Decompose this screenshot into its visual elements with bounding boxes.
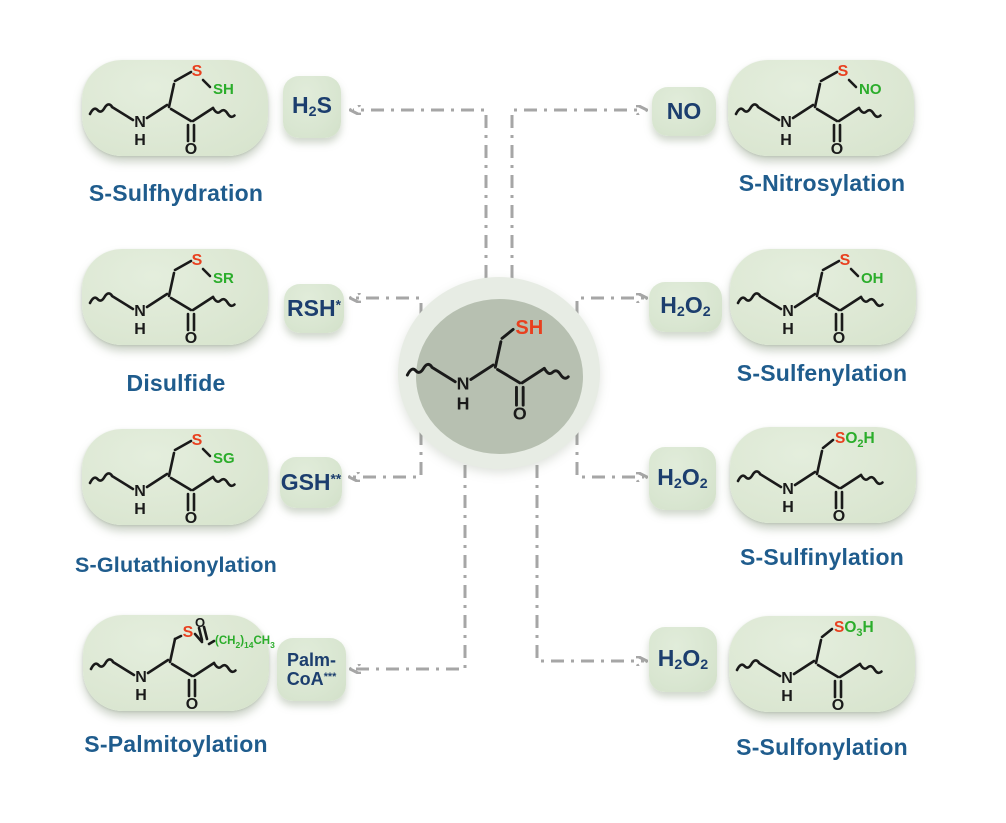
reagent-rsh-text: RSH*	[287, 294, 341, 321]
structure-disulfide: NH O S SR	[88, 252, 236, 347]
svg-text:S: S	[192, 432, 203, 449]
connector-h2s-arrow	[353, 110, 488, 278]
label-disulfide: Disulfide	[126, 370, 226, 396]
svg-text:H: H	[134, 321, 146, 338]
svg-text:SR: SR	[213, 270, 234, 287]
svg-text:N: N	[781, 670, 793, 687]
structure-s-nitrosylation: NH O S NO	[734, 63, 882, 158]
svg-text:H: H	[134, 132, 146, 149]
svg-text:O: O	[186, 696, 198, 713]
connector-h2o2-sulfonylation-arrow	[535, 465, 644, 661]
svg-text:NO: NO	[859, 81, 882, 98]
svg-text:SO2H: SO2H	[835, 430, 875, 450]
structure-s-sulfinylation: NH O SO2H	[736, 430, 884, 525]
label-s-palmitoylation: S-Palmitoylation	[84, 731, 268, 757]
svg-text:S: S	[840, 252, 851, 269]
reagent-palm-coa-text: Palm-CoA***	[286, 650, 337, 689]
reagent-gsh-text: GSH**	[280, 468, 342, 495]
reagent-gsh: GSH**	[280, 457, 342, 508]
svg-text:N: N	[782, 481, 794, 498]
reagent-h2o2-sulfinylation-text: H2O2	[657, 463, 708, 492]
connector-no-arrow	[510, 110, 644, 278]
connector-gsh-arrow	[352, 432, 423, 477]
label-s-sulfonylation: S-Sulfonylation	[736, 734, 908, 760]
svg-text:H: H	[780, 132, 792, 149]
connector-rsh-arrow	[353, 298, 423, 316]
reagent-h2s-text: H2S	[292, 92, 332, 121]
center-circle	[416, 299, 583, 454]
svg-text:O: O	[185, 510, 197, 527]
structure-s-sulfonylation: NH O SO3H	[735, 619, 883, 714]
reagent-h2o2-sulfonylation: H2O2	[649, 627, 717, 692]
svg-text:O: O	[185, 141, 197, 158]
connector-palm-coa-arrow	[353, 465, 467, 669]
reagent-h2o2-sulfenylation-text: H2O2	[660, 292, 711, 321]
label-s-sulfhydration: S-Sulfhydration	[88, 180, 264, 206]
svg-text:N: N	[782, 303, 794, 320]
svg-text:N: N	[457, 374, 470, 394]
svg-text:SG: SG	[213, 450, 235, 467]
structure-s-glutathionylation: NH O S SG	[88, 432, 236, 527]
structure-s-sulfhydration: NH O S SH	[88, 63, 236, 158]
svg-text:O: O	[513, 404, 527, 424]
reagent-h2o2-sulfonylation-text: H2O2	[657, 644, 709, 673]
svg-text:O: O	[833, 330, 845, 347]
reagent-h2o2-sulfenylation: H2O2	[649, 282, 722, 332]
svg-text:OH: OH	[861, 270, 884, 287]
svg-text:(CH2)14CH3: (CH2)14CH3	[215, 635, 275, 650]
svg-text:N: N	[135, 669, 147, 686]
center-cysteine-structure: NH O SH	[405, 317, 570, 424]
svg-text:N: N	[134, 483, 146, 500]
svg-text:N: N	[134, 114, 146, 131]
svg-text:N: N	[134, 303, 146, 320]
svg-text:SO3H: SO3H	[834, 619, 874, 639]
svg-text:SH: SH	[515, 317, 543, 339]
svg-text:SH: SH	[213, 81, 234, 98]
connector-h2o2-sulfinylation-arrow	[575, 432, 644, 477]
svg-text:H: H	[782, 321, 794, 338]
reagent-h2o2-sulfinylation: H2O2	[649, 447, 716, 510]
svg-text:O: O	[185, 330, 197, 347]
svg-text:H: H	[781, 688, 793, 705]
reagent-no: NO	[652, 87, 716, 136]
structure-s-sulfenylation: NH O S OH	[736, 252, 884, 347]
svg-text:H: H	[457, 394, 470, 414]
reagent-rsh: RSH*	[284, 284, 344, 333]
label-s-sulfinylation: S-Sulfinylation	[740, 544, 904, 570]
svg-text:S: S	[192, 63, 203, 80]
svg-text:H: H	[134, 501, 146, 518]
svg-text:S: S	[838, 63, 849, 80]
label-s-glutathionylation: S-Glutathionylation	[74, 553, 278, 577]
svg-text:H: H	[782, 499, 794, 516]
svg-text:O: O	[831, 141, 843, 158]
connector-h2o2-sulfenylation-arrow	[575, 298, 644, 314]
label-s-sulfenylation: S-Sulfenylation	[736, 360, 908, 386]
reagent-no-text: NO	[666, 97, 702, 124]
svg-text:O: O	[832, 697, 844, 714]
svg-text:N: N	[780, 114, 792, 131]
reagent-palm-coa: Palm-CoA***	[277, 638, 346, 701]
svg-text:S: S	[183, 624, 194, 641]
svg-text:O: O	[195, 615, 205, 630]
svg-text:S: S	[192, 252, 203, 269]
svg-text:H: H	[135, 687, 147, 704]
svg-text:O: O	[833, 508, 845, 525]
label-s-nitrosylation: S-Nitrosylation	[738, 170, 906, 196]
reagent-h2s: H2S	[283, 76, 341, 138]
